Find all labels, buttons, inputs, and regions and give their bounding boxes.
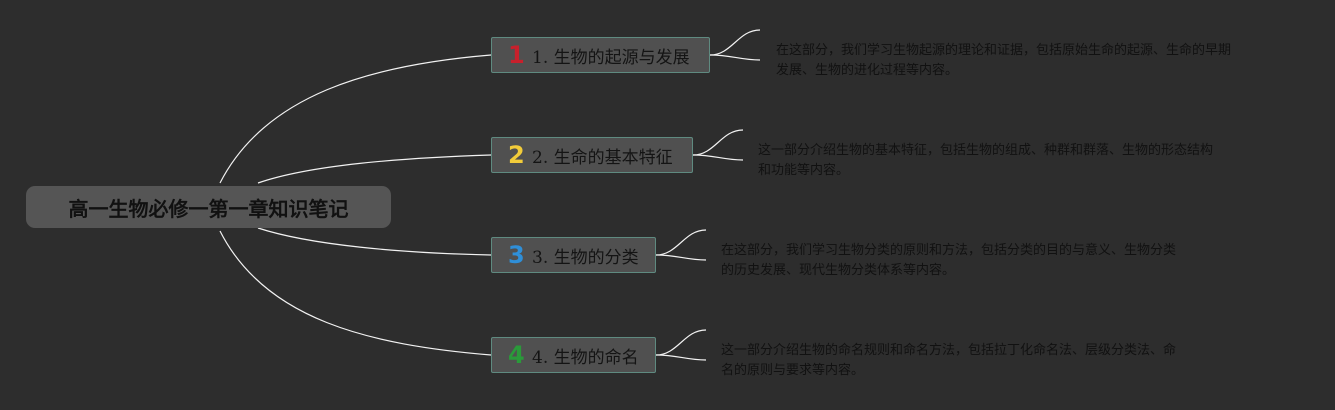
topic-4-note-line-1: 这一部分介绍生物的命名规则和命名方法，包括拉丁化命名法、层级分类法、命	[721, 343, 1177, 358]
number-four-marker-icon: 4	[508, 341, 525, 369]
number-three-marker-icon: 3	[508, 241, 525, 269]
topic-2-note-line-1: 这一部分介绍生物的基本特征，包括生物的组成、种群和群落、生物的形态结构	[758, 143, 1214, 158]
bracket-topic-3-lower	[655, 254, 707, 261]
bracket-topic-1-upper	[709, 29, 761, 56]
topic-4-label: 4. 生物的命名	[532, 347, 639, 368]
bracket-topic-2-lower	[692, 154, 744, 161]
topic-3-note-line-2: 的历史发展、现代生物分类体系等内容。	[721, 263, 956, 278]
topic-3-label: 3. 生物的分类	[532, 247, 639, 268]
bracket-topic-4-upper	[655, 329, 707, 356]
bracket-topic-2-upper	[692, 129, 744, 156]
topic-2-node[interactable]: 2 2. 生命的基本特征	[491, 137, 693, 173]
topic-1-note-line-2: 发展、生物的进化过程等内容。	[776, 63, 959, 78]
connector-root-topic-2	[257, 154, 492, 184]
root-topic-label: 高一生物必修一第一章知识笔记	[68, 196, 349, 221]
topic-1-note: 在这部分，我们学习生物起源的理论和证据，包括原始生命的起源、生命的早期 发展、生…	[776, 41, 1231, 81]
bracket-topic-4-lower	[655, 354, 707, 361]
topic-3-note-line-1: 在这部分，我们学习生物分类的原则和方法，包括分类的目的与意义、生物分类	[721, 243, 1177, 258]
number-one-marker-icon: 1	[508, 41, 525, 69]
topic-4-node[interactable]: 4 4. 生物的命名	[491, 337, 656, 373]
number-two-marker-icon: 2	[508, 141, 525, 169]
bracket-topic-1-lower	[709, 54, 761, 61]
topic-4-note: 这一部分介绍生物的命名规则和命名方法，包括拉丁化命名法、层级分类法、命 名的原则…	[721, 341, 1176, 381]
topic-1-note-line-1: 在这部分，我们学习生物起源的理论和证据，包括原始生命的起源、生命的早期	[776, 43, 1232, 58]
topic-1-node[interactable]: 1 1. 生物的起源与发展	[491, 37, 710, 73]
connector-root-topic-3	[257, 227, 492, 256]
topic-2-note: 这一部分介绍生物的基本特征，包括生物的组成、种群和群落、生物的形态结构 和功能等…	[758, 141, 1213, 181]
topic-2-note-line-2: 和功能等内容。	[758, 163, 850, 178]
root-topic[interactable]: 高一生物必修一第一章知识笔记	[26, 186, 391, 228]
connector-root-topic-1	[219, 54, 492, 184]
topic-4-note-line-2: 名的原则与要求等内容。	[721, 363, 865, 378]
topic-3-node[interactable]: 3 3. 生物的分类	[491, 237, 656, 273]
topic-1-label: 1. 生物的起源与发展	[532, 47, 690, 68]
topic-2-label: 2. 生命的基本特征	[532, 147, 673, 168]
connector-root-topic-4	[219, 230, 492, 356]
topic-3-note: 在这部分，我们学习生物分类的原则和方法，包括分类的目的与意义、生物分类 的历史发…	[721, 241, 1176, 281]
bracket-topic-3-upper	[655, 229, 707, 256]
